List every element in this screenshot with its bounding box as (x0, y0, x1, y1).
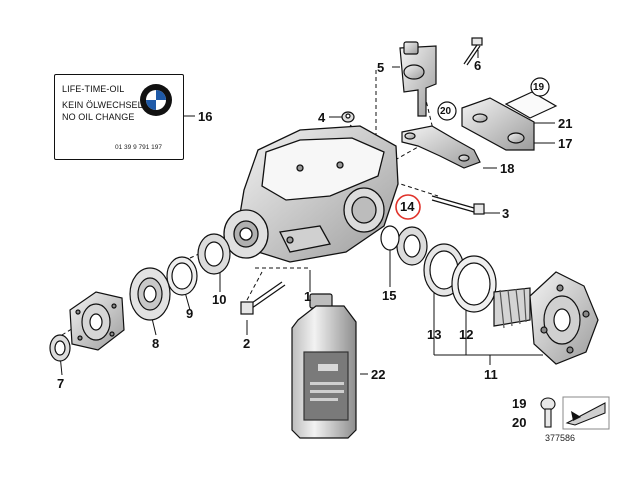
highlight-circle (395, 194, 421, 220)
bolt-part-6 (463, 37, 483, 66)
callout-10: 10 (212, 292, 227, 307)
callout-8: 8 (152, 336, 160, 351)
callout-1: 1 (304, 289, 312, 304)
callout-17: 17 (558, 136, 573, 151)
callout-13: 13 (427, 327, 442, 342)
nut-part-4 (341, 111, 355, 123)
callout-5: 5 (377, 60, 385, 75)
callout-2: 2 (243, 336, 251, 351)
legend-19: 19 (512, 396, 527, 411)
seal-part-10 (197, 233, 231, 275)
legend-arrow-icon (565, 402, 606, 426)
callout-4: 4 (318, 110, 326, 125)
ring-part-15 (380, 225, 400, 251)
callout-12: 12 (459, 327, 474, 342)
bracket-part-5 (399, 41, 437, 117)
oil-bottle-part-22 (291, 293, 357, 439)
callout-21: 21 (558, 116, 573, 131)
oil-label-part-number: 01 39 9 791 197 (115, 144, 162, 151)
drawing-number: 377586 (545, 433, 576, 443)
bolt-part-2 (240, 281, 286, 315)
callout-9: 9 (186, 306, 194, 321)
input-flange (69, 291, 125, 351)
mount-part-17-21 (461, 91, 558, 151)
oil-label-line-1: LIFE-TIME-OIL (62, 84, 125, 94)
oil-label-line-3: NO OIL CHANGE (62, 112, 135, 122)
callout-18: 18 (500, 161, 515, 176)
oil-label-card: LIFE-TIME-OIL KEIN ÖLWECHSEL NO OIL CHAN… (54, 74, 184, 160)
differential-housing-part-1 (223, 125, 399, 263)
oil-label-line-2: KEIN ÖLWECHSEL (62, 100, 143, 110)
callout-circles (437, 77, 550, 121)
ring-part-12 (451, 255, 497, 313)
callout-3: 3 (502, 206, 510, 221)
callout-22: 22 (371, 367, 386, 382)
callout-11: 11 (484, 367, 498, 382)
output-flange-part-11 (493, 271, 599, 365)
callout-7: 7 (57, 376, 65, 391)
deflector-part-8 (129, 267, 171, 321)
callout-6: 6 (474, 58, 482, 73)
legend-bolt-icon (540, 397, 556, 428)
seal-part-7 (49, 334, 71, 362)
ring-part-9 (166, 256, 198, 296)
callout-15: 15 (382, 288, 397, 303)
legend-drawing (540, 396, 610, 430)
legend-20: 20 (512, 415, 527, 430)
bracket-part-18 (401, 125, 481, 169)
callout-14: 14 (400, 199, 415, 214)
bolt-part-3 (431, 195, 485, 215)
bmw-logo-icon (140, 84, 172, 116)
callout-19-top: 19 (533, 82, 545, 93)
callout-16: 16 (198, 109, 213, 124)
callout-20-top: 20 (440, 106, 452, 117)
seal-part-14 (396, 226, 428, 266)
